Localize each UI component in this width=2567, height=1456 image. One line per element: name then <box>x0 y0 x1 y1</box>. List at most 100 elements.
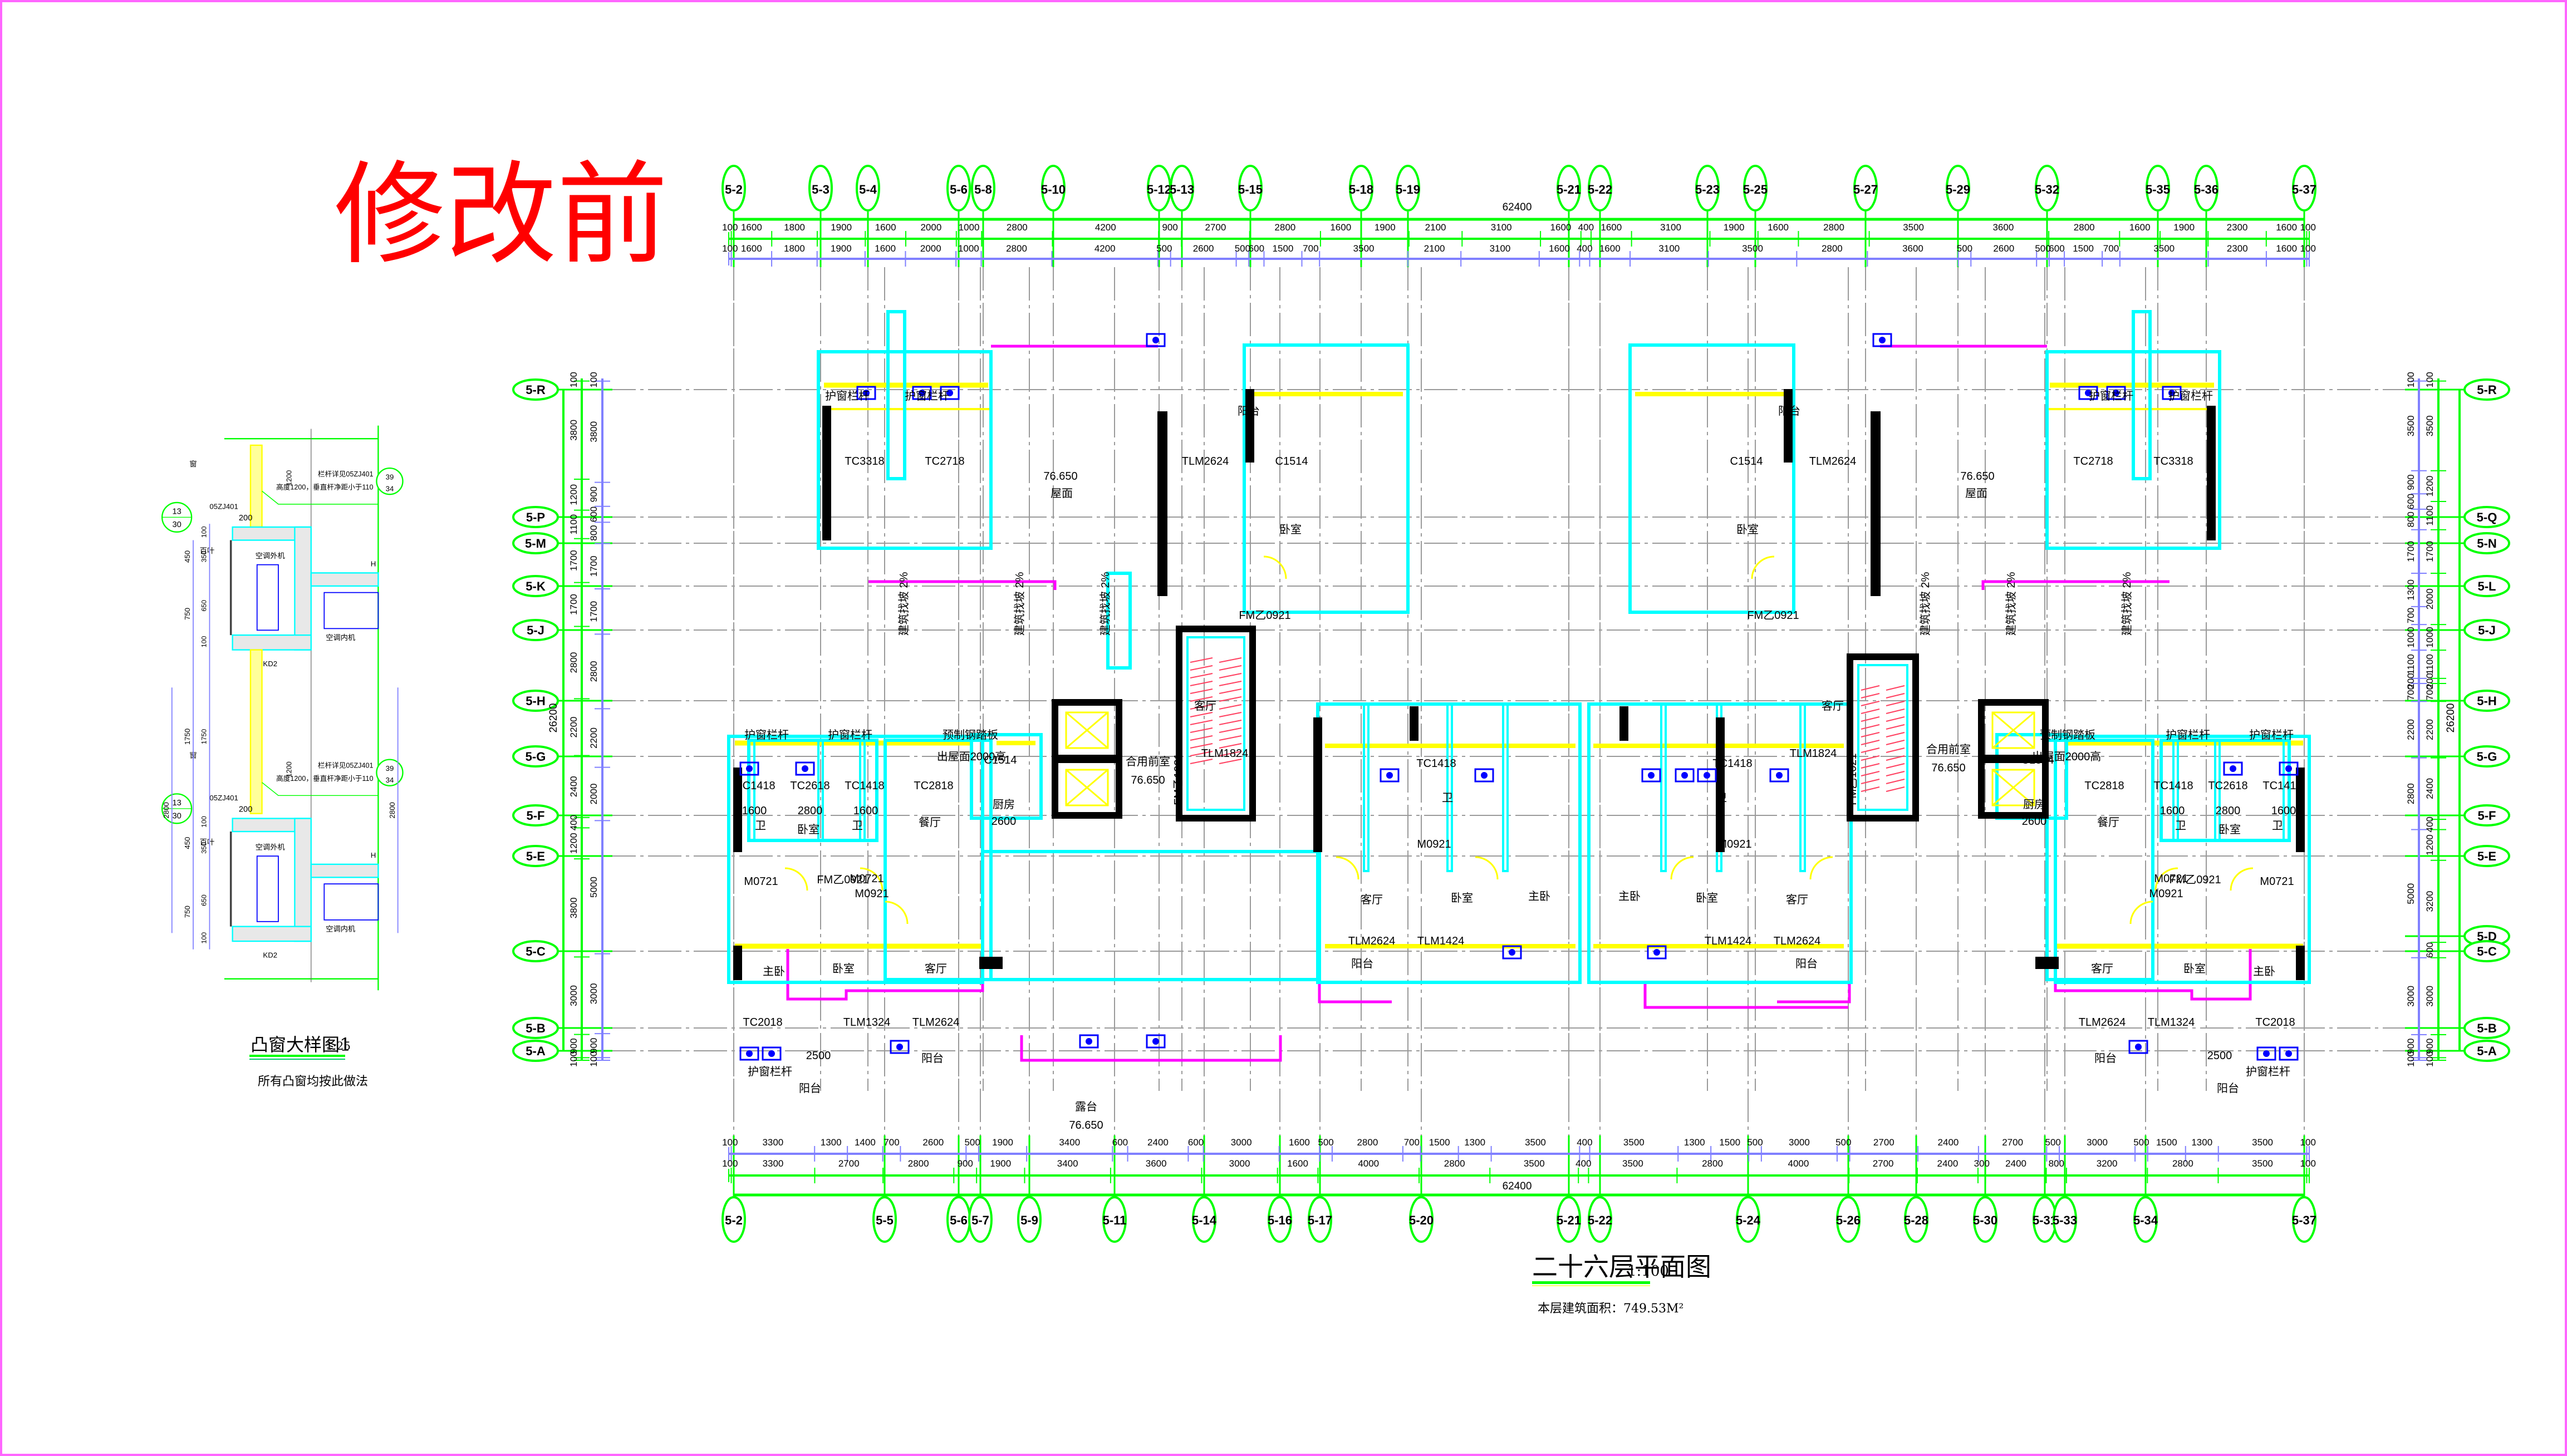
leader-line <box>262 490 379 505</box>
detail-label: 百叶 <box>200 838 214 847</box>
axis-label-bottom: 5-5 <box>876 1213 894 1227</box>
axis-label-left: 5-R <box>526 383 546 397</box>
room-label: 护窗栏杆 <box>825 390 870 402</box>
dimension-value: 600 <box>2406 494 2416 509</box>
room-label: 建筑找坡 2% <box>897 572 910 636</box>
axis-label-bottom: 5-24 <box>1736 1213 1761 1227</box>
room-label: TLM2624 <box>1809 455 1857 468</box>
dimension-value: 1700 <box>568 550 579 571</box>
room-label: FM乙0921 <box>1239 609 1290 622</box>
ac-unit <box>1380 768 1400 783</box>
wall-outline <box>2054 735 2311 984</box>
shear-wall <box>1716 717 1725 852</box>
dimension-value: 400 <box>2424 816 2435 832</box>
detail-dimension: 750 <box>183 608 192 620</box>
floor-plan <box>727 310 2311 1062</box>
detail-dimension: 450 <box>183 550 192 563</box>
room-label: 卧室 <box>2218 823 2241 836</box>
room-label: 卫 <box>1442 792 1453 804</box>
axis-bubble <box>1170 165 1194 211</box>
axis-bubble <box>2146 165 2170 211</box>
stair-tread <box>1886 747 1905 753</box>
partition-wall <box>2172 739 2179 842</box>
detail-scale: 1:25 <box>326 1039 351 1052</box>
ac-fan-icon <box>919 390 925 396</box>
dimension-value: 2000 <box>588 784 599 805</box>
shear-wall <box>979 957 1003 969</box>
ac-unit <box>890 1040 910 1054</box>
ac-fan-icon <box>746 765 753 772</box>
stair-tread <box>1219 657 1242 663</box>
dimension-value: 2200 <box>2406 719 2416 740</box>
detail-index-number: 13 <box>172 507 181 516</box>
axis-bubble <box>2035 165 2059 211</box>
axis-label-bottom: 5-6 <box>950 1213 968 1227</box>
axis-bubble <box>1409 1196 1434 1243</box>
axis-label-bottom: 5-20 <box>1409 1213 1434 1227</box>
plan-title: 二十六层平面图 <box>1532 1252 1711 1282</box>
room-label: 建筑找坡 2% <box>2121 572 2133 636</box>
axis-label-left: 5-C <box>526 945 546 958</box>
dimension-value: 3200 <box>2097 1158 2118 1169</box>
stair-tread <box>1219 696 1242 702</box>
room-label: 护窗栏杆 <box>2089 390 2133 402</box>
dimension-value: 400 <box>568 815 579 830</box>
room-label: 预制钢踏板 <box>2040 729 2095 741</box>
axis-bubble <box>512 940 559 962</box>
room-label: 阳台 <box>2094 1052 2117 1065</box>
dimension-value: 700 <box>2406 685 2416 700</box>
dimension-value: 3500 <box>2252 1158 2273 1169</box>
partition-wall <box>1660 703 1667 872</box>
dimension-value: 2200 <box>588 727 599 749</box>
room-label: 76.650 <box>1931 762 1965 774</box>
balcony-outline <box>1318 982 1392 1004</box>
dimension-total: 62400 <box>1503 201 1532 213</box>
dimension-value: 1300 <box>2191 1137 2212 1148</box>
ac-unit <box>856 386 876 400</box>
stair-tread <box>1190 657 1213 663</box>
dimension-value: 3000 <box>2424 986 2435 1007</box>
ac-unit <box>1675 768 1695 783</box>
dimension-value: 2800 <box>2074 222 2095 233</box>
dimension-value: 3500 <box>2252 1137 2273 1148</box>
dimension-value: 3000 <box>568 985 579 1006</box>
shear-wall <box>822 406 831 540</box>
dimension-value: 900 <box>588 1037 599 1053</box>
dimension-value: 2800 <box>908 1158 929 1169</box>
dimension-value: 1500 <box>1719 1137 1740 1148</box>
shear-wall <box>1245 389 1254 463</box>
dimension-value: 900 <box>2406 1038 2416 1054</box>
axis-label-top: 5-25 <box>1743 183 1768 196</box>
dimension-value: 500 <box>1318 1137 1333 1148</box>
axis-bubble <box>2133 1196 2158 1243</box>
dimension-value: 3800 <box>588 421 599 442</box>
room-label: 卧室 <box>1451 892 1473 904</box>
door-swing <box>1336 856 1359 880</box>
ac-unit <box>1647 945 1667 960</box>
room-label: 76.650 <box>1043 470 1077 483</box>
dimension-value: 700 <box>884 1137 899 1148</box>
room-label: 客厅 <box>1361 893 1383 906</box>
dimension-value: 1100 <box>2406 654 2416 675</box>
ac-unit <box>1641 768 1661 783</box>
room-label: 主卧 <box>1528 890 1550 903</box>
dimension-value: 500 <box>2035 243 2050 254</box>
room-label: 出屋面2000高 <box>937 750 1007 763</box>
room-label: 主卧 <box>1618 890 1641 903</box>
detail-dimension: 100 <box>200 932 208 944</box>
room-label: FM乙1021 <box>1847 753 1859 805</box>
detail-dimension: 350 <box>200 842 208 854</box>
dimension-value: 3300 <box>762 1137 783 1148</box>
axis-label-right: 5-E <box>2477 849 2496 863</box>
room-label: 卧室 <box>797 823 819 836</box>
slab-hatched <box>310 572 379 587</box>
dimension-value: 2300 <box>2227 222 2248 233</box>
axis-label-bottom: 5-28 <box>1904 1213 1928 1227</box>
axis-label-right: 5-G <box>2477 750 2497 764</box>
detail-title: 凸窗大样图1 <box>251 1034 351 1055</box>
stair-tread <box>1190 751 1213 756</box>
axis-label-top: 5-22 <box>1588 183 1612 196</box>
ac-unit <box>2162 386 2182 400</box>
room-label: 卫 <box>1716 792 1727 804</box>
dimension-value: 900 <box>2424 1038 2435 1054</box>
